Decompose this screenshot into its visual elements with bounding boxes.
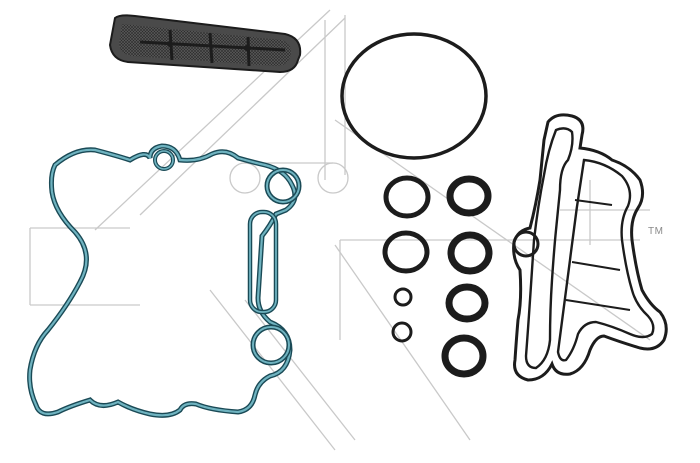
o-ring-8 [441, 334, 487, 378]
o-ring-7 [391, 321, 413, 343]
o-ring-6 [445, 283, 489, 323]
black-frame-gasket [512, 113, 668, 382]
large-o-ring [340, 32, 488, 160]
small-o-rings [382, 175, 493, 378]
o-ring-5 [393, 287, 413, 307]
o-ring-2 [446, 175, 492, 217]
teal-cover-gasket [27, 143, 302, 418]
filter-screen [108, 14, 302, 74]
trademark-mark: TM [648, 226, 664, 237]
o-ring-3 [382, 230, 430, 274]
o-ring-4 [447, 231, 493, 275]
o-ring-1 [383, 175, 431, 219]
